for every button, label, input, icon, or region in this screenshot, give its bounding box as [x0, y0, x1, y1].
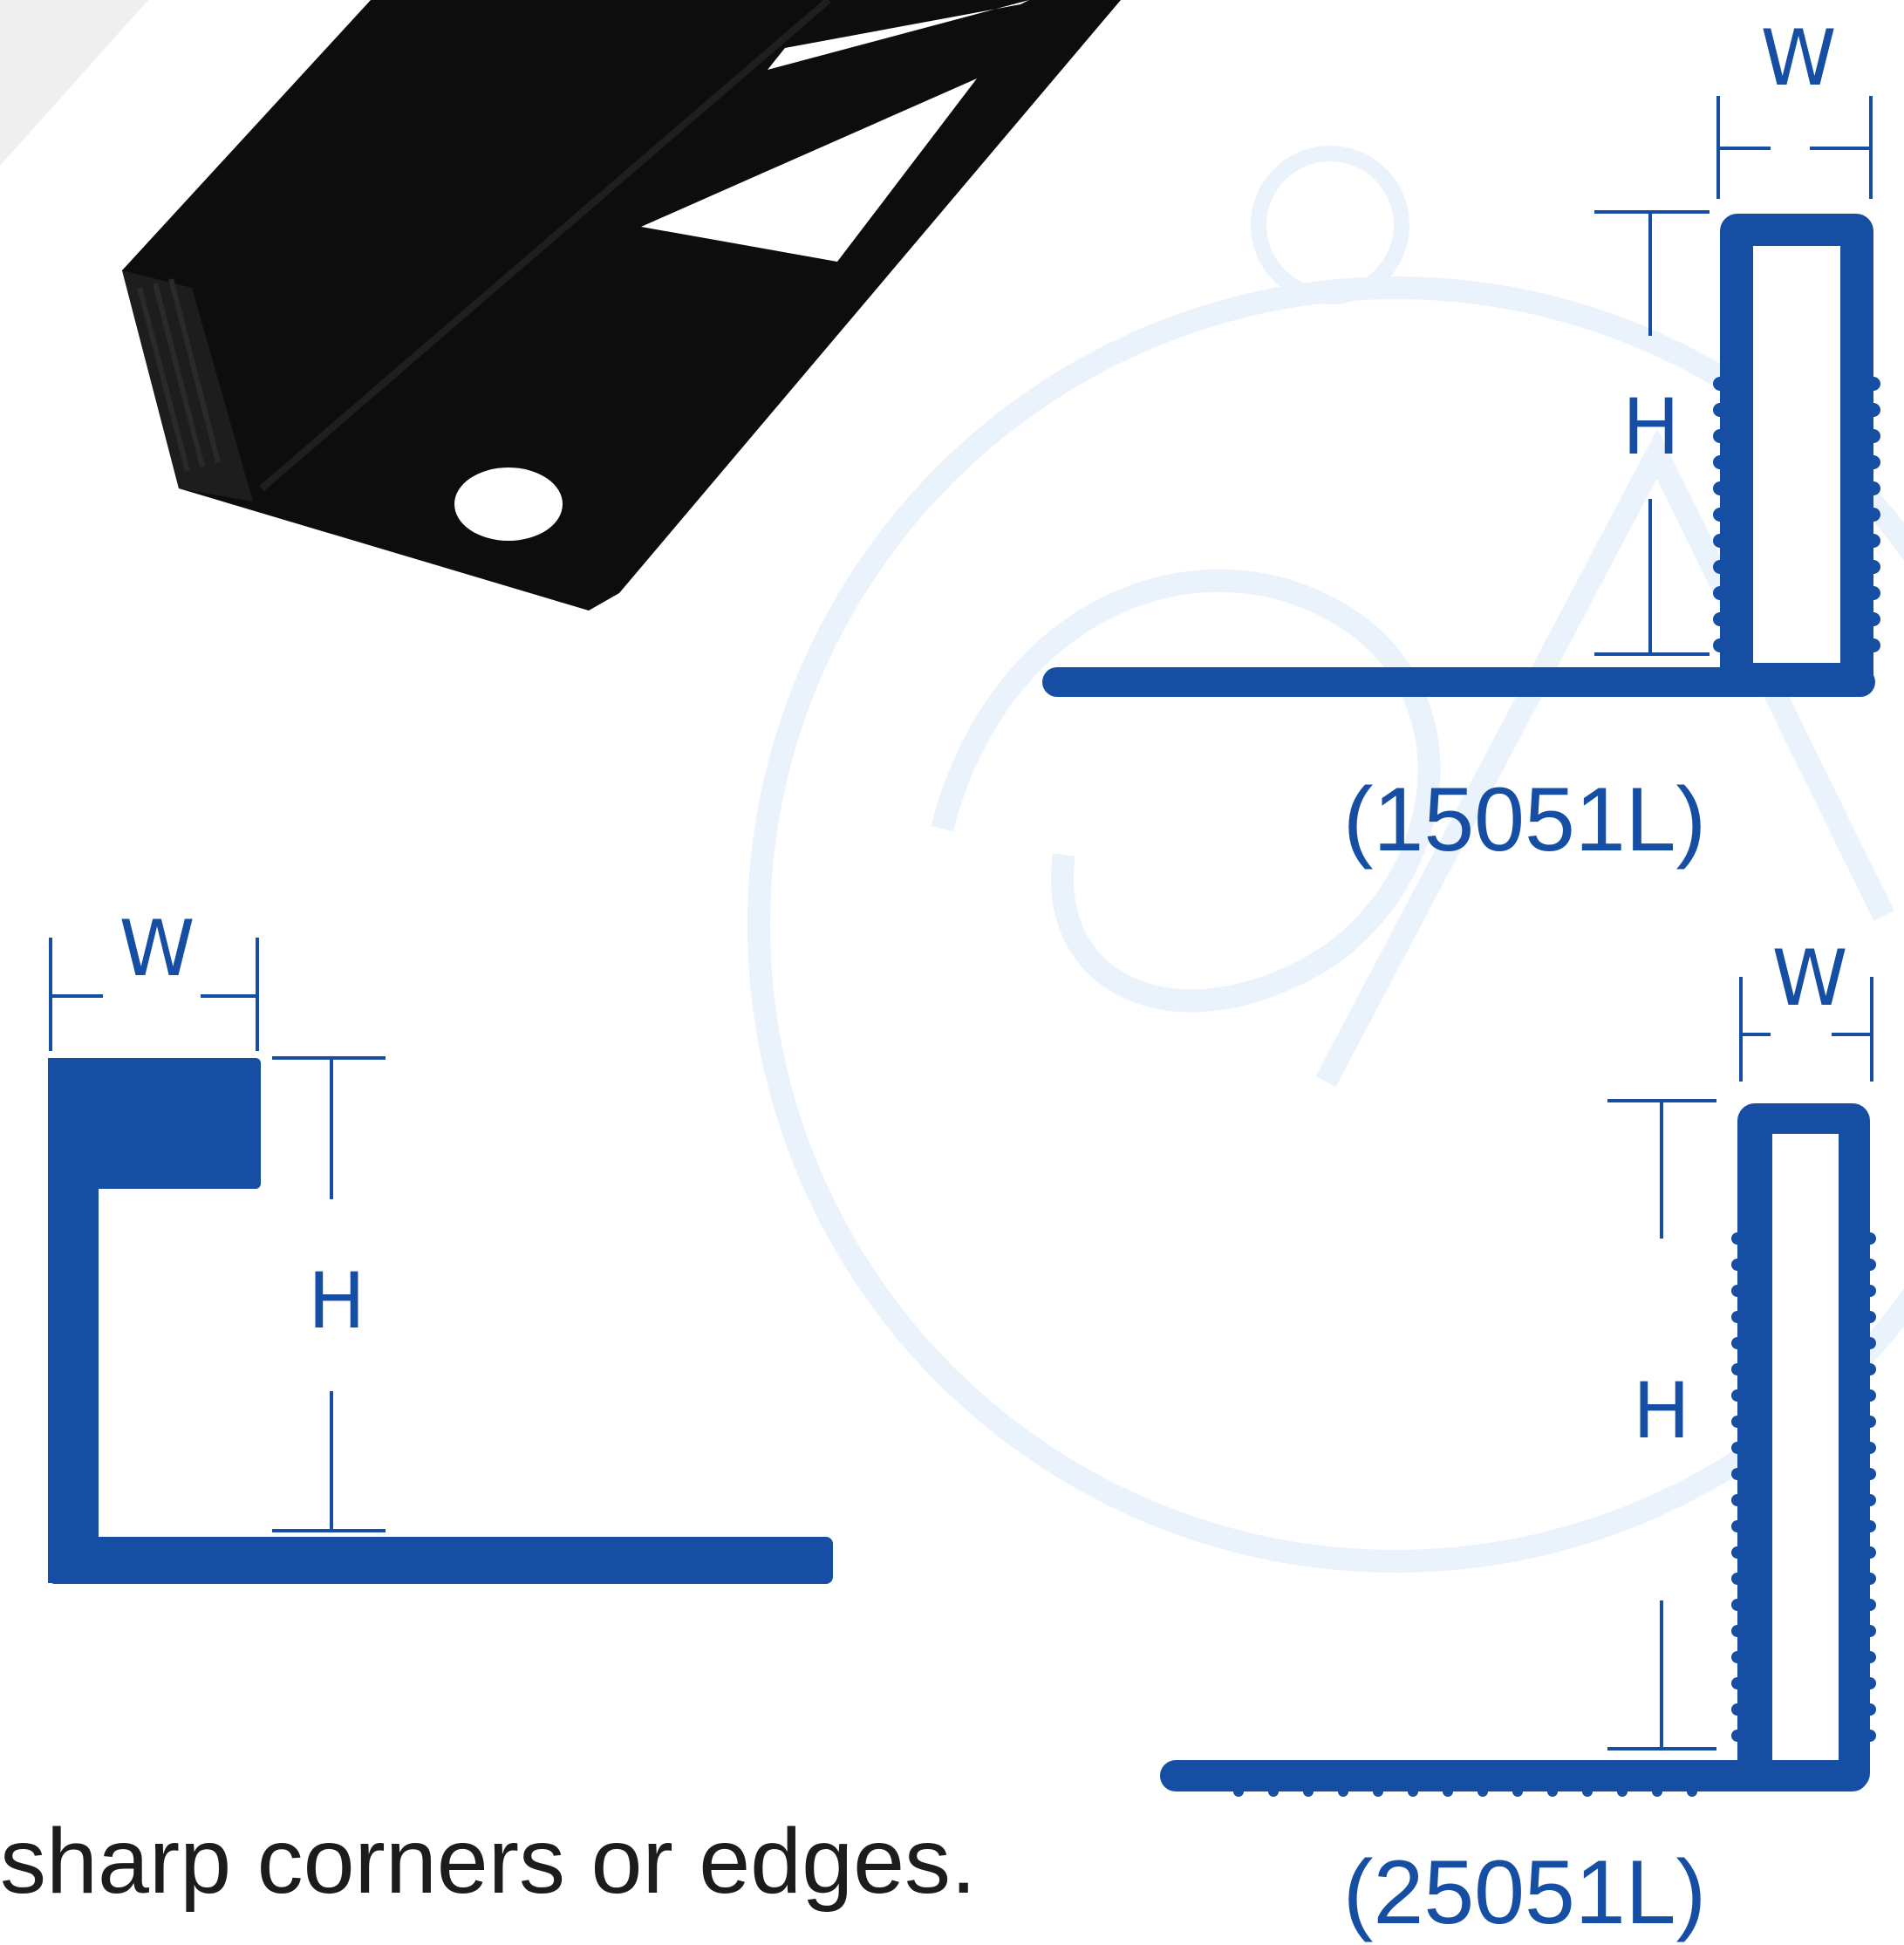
product-photo-black-trim — [122, 0, 1121, 611]
width-label-15051L: W — [1760, 13, 1836, 103]
height-label-left: H — [308, 1256, 365, 1346]
height-label-15051L: H — [1622, 382, 1680, 472]
ridges-15051L — [1713, 377, 1880, 652]
ridges-25051L — [1731, 1232, 1876, 1742]
profile-code-25051L: (25051L) — [1343, 1842, 1706, 1943]
profile-15051L — [1042, 214, 1880, 697]
dimension-lines-15051L — [1594, 96, 1873, 656]
tagline-line-1: sharp corners or edges. — [0, 1810, 977, 1913]
height-label-25051L: H — [1633, 1366, 1690, 1456]
tagline-text: sharp corners or edges. … — [0, 1805, 1090, 1945]
width-label-left: W — [119, 904, 194, 993]
profile-left-square-edge — [48, 1058, 833, 1584]
profile-code-15051L: (15051L) — [1343, 769, 1706, 870]
dimension-lines-25051L — [1607, 977, 1873, 1750]
tagline-line-2: … — [0, 1917, 1090, 1945]
ridges-25051L-base — [1233, 1786, 1697, 1797]
background-corner-shade — [0, 0, 148, 166]
watermark-logo — [747, 146, 1904, 1573]
dimension-lines-left — [49, 938, 386, 1532]
profile-25051L — [1160, 1103, 1876, 1797]
width-label-25051L: W — [1771, 933, 1847, 1023]
